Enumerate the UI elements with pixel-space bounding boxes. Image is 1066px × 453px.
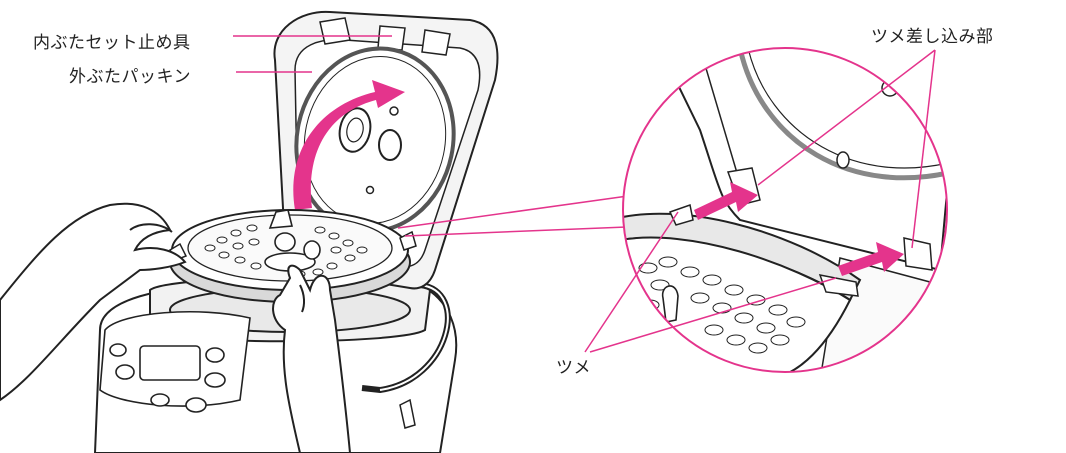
zoom-detail — [600, 48, 960, 380]
label-claw: ツメ — [556, 353, 591, 378]
label-inner-lid-fastener: 内ぶたセット止め具 — [33, 28, 191, 53]
label-claw-slot: ツメ差し込み部 — [871, 22, 994, 47]
label-outer-lid-gasket: 外ぶたパッキン — [69, 62, 191, 87]
control-panel — [100, 312, 250, 412]
